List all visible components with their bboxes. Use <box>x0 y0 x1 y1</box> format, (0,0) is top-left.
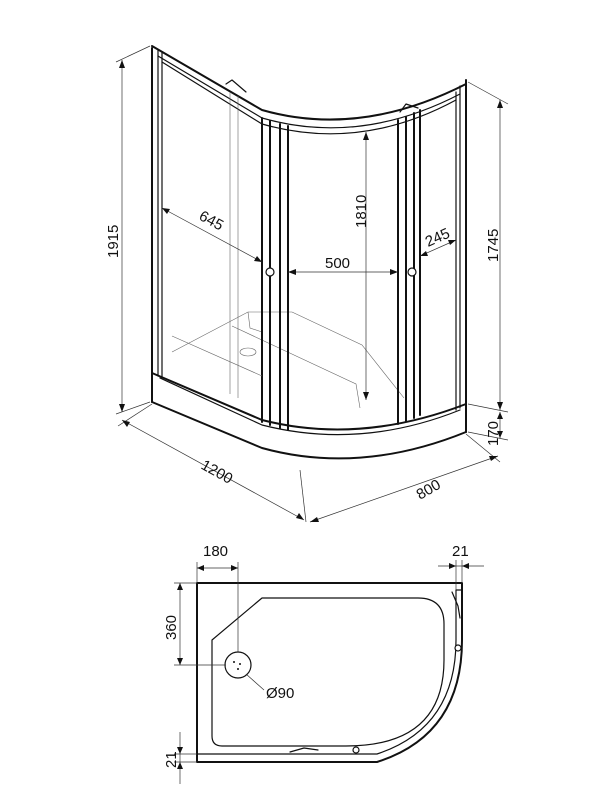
dim-edge-bottom-left: 21 <box>163 751 180 768</box>
arrow-500-b <box>390 269 398 275</box>
tray-inner-back <box>171 311 292 353</box>
ext-1200-right <box>299 469 307 523</box>
plan-fitting-top <box>451 591 461 619</box>
tray-front-top-edge <box>151 372 467 431</box>
plan-handle-top <box>454 644 462 652</box>
arrow-1810-b <box>363 392 369 400</box>
drain-leader <box>245 673 265 691</box>
tray-inner-edge <box>159 377 461 436</box>
dim-door-opening: 500 <box>325 255 350 272</box>
top-rail-inner-2 <box>161 61 457 135</box>
arrow-21-top-a <box>449 563 456 569</box>
arrow-180-b <box>231 565 238 571</box>
dim-panel-left-width: 645 <box>196 208 226 235</box>
plan-view: Ø90 180 21 360 21 <box>163 543 484 784</box>
dim-line-1200 <box>121 419 305 521</box>
arrow-800-a <box>310 517 319 522</box>
tray-rim <box>196 589 463 755</box>
top-rail-inner <box>157 55 461 129</box>
arrow-645-b <box>254 256 262 262</box>
dim-door-height: 1745 <box>485 229 502 262</box>
dim-line-800 <box>309 455 499 523</box>
back-glass-bottom <box>171 335 263 377</box>
arrow-800-b <box>489 456 498 461</box>
drain-dot-1 <box>233 661 235 663</box>
arrow-1200-a <box>122 420 130 427</box>
ext-1915-top <box>115 45 151 63</box>
dim-line-645 <box>161 207 263 263</box>
arrow-245-b <box>448 240 456 245</box>
perspective-view: 645 500 1810 245 1915 1745 <box>105 45 509 523</box>
plan-handle-bottom <box>352 746 360 754</box>
dim-edge-top-right: 21 <box>452 543 469 560</box>
dim-drain-offset-y: 360 <box>163 615 180 640</box>
arrow-645-a <box>162 208 170 214</box>
arrow-170-b <box>497 431 503 438</box>
dim-total-height: 1915 <box>105 225 122 258</box>
arrow-21-top-b <box>462 563 469 569</box>
arrow-245-a <box>420 251 428 256</box>
dim-panel-right-width: 245 <box>423 225 453 251</box>
dim-glass-height: 1810 <box>353 195 370 228</box>
top-rail-outer <box>151 45 467 121</box>
arrow-360-a <box>177 583 183 590</box>
arrow-170-a <box>497 412 503 419</box>
dim-length: 1200 <box>198 457 235 488</box>
arrow-21-bottom-a <box>177 747 183 754</box>
arrow-1810-a <box>363 132 369 140</box>
ext-1200-left <box>117 403 153 427</box>
arrow-1915-b <box>119 404 125 412</box>
roller-right <box>399 103 419 113</box>
drain-dot-3 <box>237 668 239 670</box>
arrow-1915-a <box>119 60 125 68</box>
arrow-1745-b <box>497 402 503 410</box>
tray-inner-basin <box>231 325 361 409</box>
drain-circle <box>224 651 252 679</box>
tray-inner-corner <box>247 311 263 333</box>
arrow-180-a <box>197 565 204 571</box>
arrow-1200-b <box>296 513 304 520</box>
ext-1745-top <box>467 81 509 105</box>
dim-depth: 800 <box>414 476 444 503</box>
arrow-500-a <box>288 269 296 275</box>
roller-left <box>225 79 247 93</box>
drain-dot-2 <box>239 663 241 665</box>
arrow-1745-a <box>497 100 503 108</box>
handle-right <box>407 267 417 277</box>
arrow-360-b <box>177 658 183 665</box>
tray-outline <box>196 582 463 763</box>
plan-fitting-bottom <box>289 747 319 753</box>
dim-drain-offset-x: 180 <box>203 543 228 560</box>
dim-drain-diameter: Ø90 <box>266 685 294 702</box>
tray-front-bottom-edge <box>151 401 467 460</box>
handle-left <box>265 267 275 277</box>
tray-basin <box>211 597 445 747</box>
arrow-21-bottom-b <box>177 762 183 769</box>
drain-hole-perspective <box>239 347 257 357</box>
ext-170-bottom <box>467 431 509 441</box>
ext-1745-bottom <box>467 403 509 413</box>
dim-tray-height: 170 <box>485 421 502 446</box>
tray-inner-side <box>291 311 405 399</box>
